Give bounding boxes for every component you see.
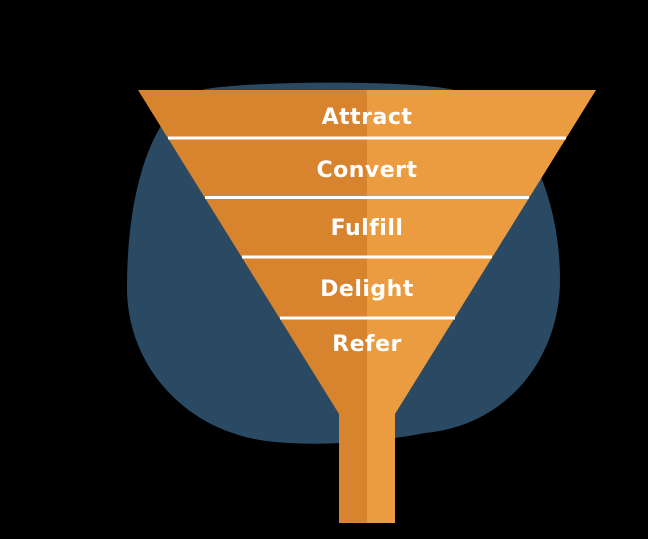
stage-label-attract: Attract bbox=[322, 105, 413, 130]
stage-label-refer: Refer bbox=[332, 332, 402, 357]
stage-label-fulfill: Fulfill bbox=[331, 216, 404, 241]
stage-label-convert: Convert bbox=[316, 158, 417, 183]
stage-label-delight: Delight bbox=[320, 277, 414, 302]
